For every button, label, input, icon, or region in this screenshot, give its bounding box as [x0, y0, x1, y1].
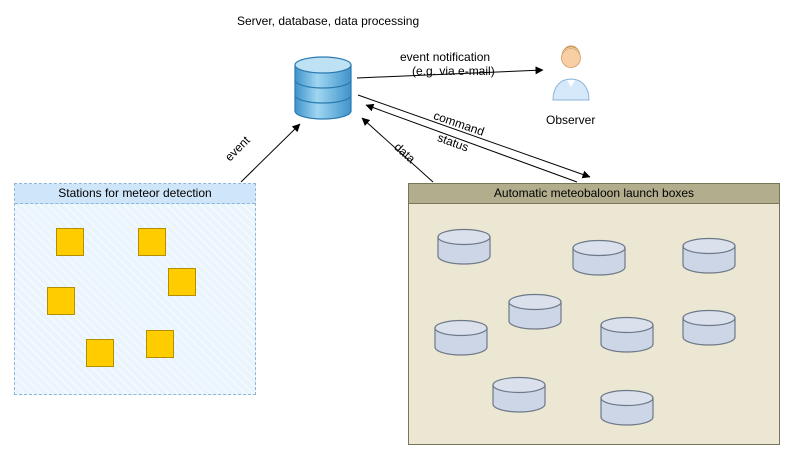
station-marker — [168, 268, 196, 296]
stations-box-title: Stations for meteor detection — [15, 184, 255, 204]
edge-label-notification-line2: (e.g. via e-mail) — [412, 64, 495, 78]
edge-label-data: data — [391, 139, 419, 166]
observer-person-icon — [552, 45, 590, 101]
launch-cylinder-icon — [599, 389, 655, 427]
station-marker — [86, 339, 114, 367]
station-marker — [47, 287, 75, 315]
launch-cylinder-icon — [433, 319, 489, 357]
launch-cylinder-icon — [436, 228, 492, 266]
database-icon — [294, 56, 352, 120]
stations-box: Stations for meteor detection — [14, 183, 256, 395]
edge-label-event: event — [222, 133, 253, 164]
station-marker — [138, 228, 166, 256]
launch-cylinder-icon — [681, 309, 737, 347]
launch-cylinder-icon — [507, 293, 563, 331]
launch-cylinder-icon — [599, 316, 655, 354]
edge-label-notification-line1: event notification — [400, 50, 491, 64]
station-marker — [56, 228, 84, 256]
launch-box: Automatic meteobaloon launch boxes — [408, 183, 780, 445]
launch-cylinder-icon — [491, 376, 547, 414]
edge-label-status: status — [435, 130, 471, 155]
observer-label: Observer — [546, 113, 596, 127]
launch-cylinder-icon — [571, 239, 627, 277]
station-marker — [146, 330, 174, 358]
edge-event-line — [240, 123, 301, 183]
launch-cylinder-icon — [681, 237, 737, 275]
launch-box-title: Automatic meteobaloon launch boxes — [409, 184, 779, 204]
server-label: Server, database, data processing — [237, 14, 420, 28]
